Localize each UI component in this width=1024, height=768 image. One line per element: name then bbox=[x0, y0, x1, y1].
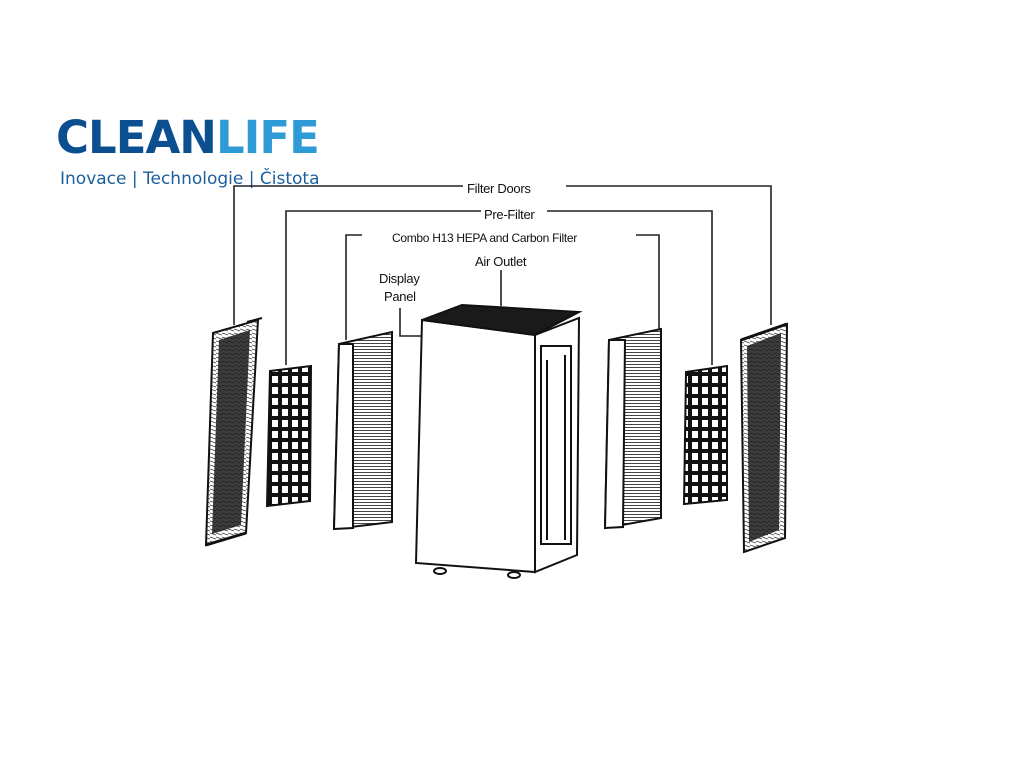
leader-filter-doors-left bbox=[234, 186, 463, 325]
combo-filter-right bbox=[605, 329, 661, 528]
air-purifier-unit bbox=[416, 305, 579, 578]
combo-filter-left bbox=[334, 332, 392, 529]
leader-filter-doors-right bbox=[566, 186, 771, 325]
label-pre-filter: Pre-Filter bbox=[484, 207, 534, 222]
label-combo-filter: Combo H13 HEPA and Carbon Filter bbox=[392, 231, 577, 245]
filter-door-right bbox=[741, 324, 787, 552]
label-air-outlet: Air Outlet bbox=[475, 254, 526, 269]
label-display-line2: Panel bbox=[384, 289, 416, 304]
label-display-line1: Display bbox=[379, 271, 420, 286]
leader-combo-right bbox=[636, 235, 659, 330]
label-filter-doors: Filter Doors bbox=[467, 181, 531, 196]
filter-door-left bbox=[206, 318, 262, 545]
pre-filter-right bbox=[684, 366, 727, 504]
pre-filter-left bbox=[267, 366, 311, 506]
leader-combo-left bbox=[346, 235, 362, 340]
